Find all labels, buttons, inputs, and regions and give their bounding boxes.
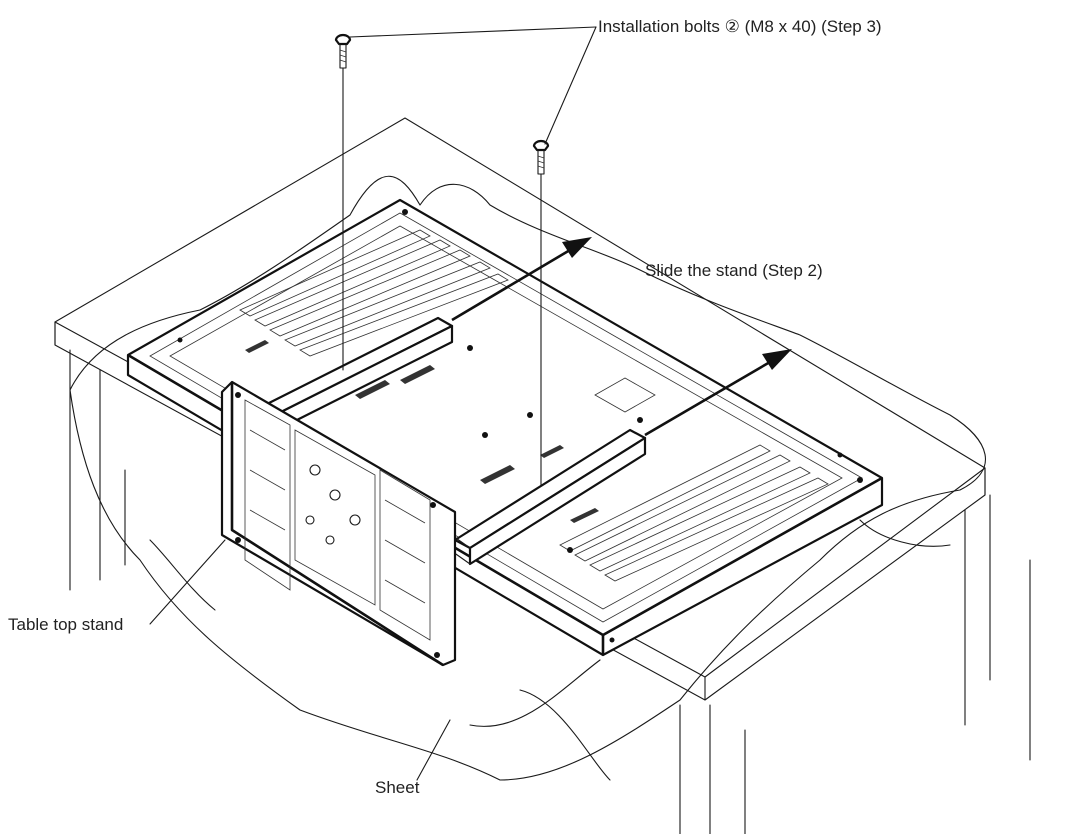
- slide-arrows: [451, 237, 792, 437]
- stand-rails: [263, 316, 647, 566]
- table-top-stand-label: Table top stand: [8, 615, 124, 634]
- sheet: [69, 175, 986, 781]
- sheet-label: Sheet: [375, 778, 420, 797]
- display-panel: [126, 198, 884, 657]
- slide-stand-label: Slide the stand (Step 2): [645, 261, 823, 280]
- installation-bolts: [334, 33, 550, 486]
- installation-bolts-label: Installation bolts ② (M8 x 40) (Step 3): [598, 17, 882, 36]
- leader-lines: [149, 26, 597, 781]
- table-top-stand: [220, 380, 457, 667]
